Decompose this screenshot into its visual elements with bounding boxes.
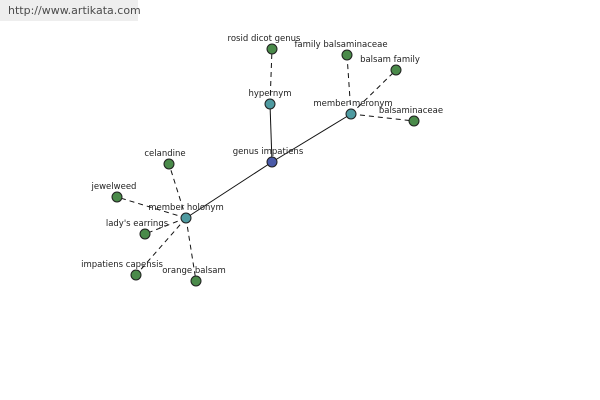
- watermark-url: http://www.artikata.com: [8, 4, 141, 17]
- node-dot-jewelweed[interactable]: [111, 191, 123, 203]
- node-dot-capensis[interactable]: [130, 269, 142, 281]
- node-label-orange: orange balsam: [162, 266, 226, 276]
- edge-holonym-jewelweed: [116, 196, 187, 219]
- node-dot-famBals[interactable]: [341, 49, 353, 61]
- node-label-meronym: member meronym: [313, 99, 392, 109]
- node-dot-holonym[interactable]: [180, 212, 192, 224]
- node-balsFam[interactable]: balsam family: [360, 55, 420, 76]
- edge-holonym-celandine: [168, 163, 187, 219]
- node-capensis[interactable]: impatiens capensis: [81, 260, 163, 281]
- node-dot-rosid[interactable]: [266, 43, 278, 55]
- edge-holonym-orange: [185, 217, 197, 282]
- edge-root-hypernym: [269, 103, 273, 163]
- node-label-jewelweed: jewelweed: [91, 182, 137, 192]
- edge-root-meronym: [271, 113, 352, 163]
- node-label-holonym: member holonym: [148, 203, 223, 213]
- node-label-celandine: celandine: [144, 149, 185, 159]
- node-layer: genus impatiens hypernym member meronym mem…: [81, 34, 443, 287]
- node-ladys[interactable]: lady's earrings: [106, 219, 169, 240]
- edge-holonym-capensis: [135, 217, 187, 276]
- node-label-famBals: family balsaminaceae: [294, 40, 387, 50]
- node-dot-ladys[interactable]: [139, 228, 151, 240]
- edge-meronym-balsaminaceae: [350, 113, 415, 122]
- node-label-balsaminaceae: balsaminaceae: [379, 106, 443, 116]
- node-root[interactable]: genus impatiens: [233, 147, 304, 168]
- node-label-ladys: lady's earrings: [106, 219, 169, 229]
- node-rosid[interactable]: rosid dicot genus: [228, 34, 301, 55]
- edge-layer: [116, 48, 415, 282]
- node-celandine[interactable]: celandine: [144, 149, 186, 170]
- node-dot-balsFam[interactable]: [390, 64, 402, 76]
- edge-meronym-famBals: [346, 54, 352, 115]
- node-label-rosid: rosid dicot genus: [228, 34, 301, 44]
- node-dot-balsaminaceae[interactable]: [408, 115, 420, 127]
- node-jewelweed[interactable]: jewelweed: [91, 182, 137, 203]
- edge-root-holonym: [185, 161, 273, 219]
- node-dot-meronym[interactable]: [345, 108, 357, 120]
- node-holonym[interactable]: member holonym: [148, 203, 224, 224]
- edge-meronym-balsFam: [350, 69, 397, 115]
- node-famBals[interactable]: family balsaminaceae: [294, 40, 388, 61]
- node-label-capensis: impatiens capensis: [81, 260, 163, 270]
- node-dot-celandine[interactable]: [163, 158, 175, 170]
- node-label-root: genus impatiens: [233, 147, 304, 157]
- node-meronym[interactable]: member meronym: [313, 99, 393, 120]
- node-orange[interactable]: orange balsam: [162, 266, 226, 287]
- node-balsaminaceae[interactable]: balsaminaceae: [379, 106, 443, 127]
- node-label-balsFam: balsam family: [360, 55, 420, 65]
- node-dot-orange[interactable]: [190, 275, 202, 287]
- edge-holonym-ladys: [144, 217, 187, 235]
- node-dot-root[interactable]: [266, 156, 278, 168]
- watermark-banner: http://www.artikata.com: [0, 0, 141, 21]
- node-hypernym[interactable]: hypernym: [248, 89, 292, 110]
- edge-hypernym-rosid: [269, 48, 273, 105]
- node-label-hypernym: hypernym: [248, 89, 291, 99]
- node-dot-hypernym[interactable]: [264, 98, 276, 110]
